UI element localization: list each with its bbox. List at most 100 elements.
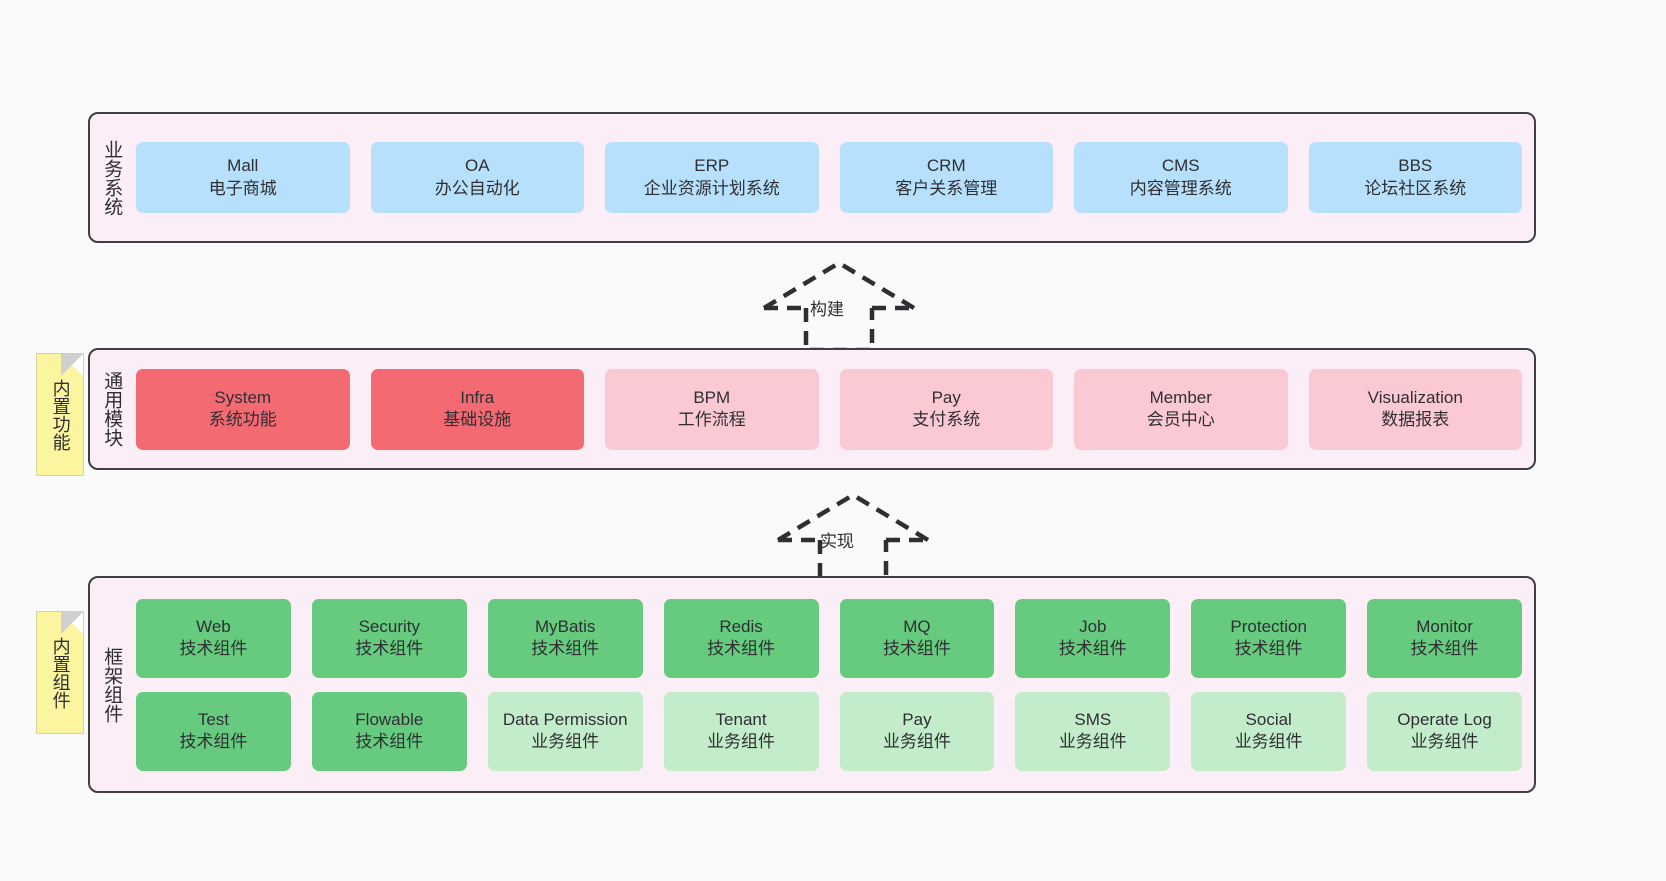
cell-bpm[interactable]: BPM 工作流程	[605, 368, 819, 450]
cell-cms-cn: 内容管理系统	[1129, 178, 1232, 198]
cell-pay-component[interactable]: Pay 业务组件	[839, 691, 995, 771]
cell-mall[interactable]: Mall 电子商城	[136, 142, 350, 213]
cell-data-permission-en: Data Permission	[502, 709, 628, 729]
cell-system-en: System	[214, 387, 272, 407]
cell-tenant[interactable]: Tenant 业务组件	[663, 691, 819, 771]
cell-web-cn: 技术组件	[179, 639, 248, 658]
cell-visualization-en: Visualization	[1367, 387, 1463, 407]
sticky-note-builtin-function-label: 内置功能	[50, 378, 71, 451]
cell-redis[interactable]: Redis 技术组件	[663, 598, 819, 678]
cell-monitor-cn: 技术组件	[1410, 639, 1479, 658]
cell-mq[interactable]: MQ 技术组件	[839, 598, 995, 678]
sticky-note-builtin-function: 内置功能	[36, 353, 84, 476]
cell-test-cn: 技术组件	[179, 732, 248, 751]
cell-bpm-en: BPM	[693, 387, 731, 407]
cell-flowable-cn: 技术组件	[355, 732, 424, 751]
cell-operate-log-en: Operate Log	[1397, 709, 1492, 729]
cell-pay-component-en: Pay	[902, 709, 932, 729]
cell-member[interactable]: Member 会员中心	[1074, 368, 1288, 450]
cell-social-cn: 业务组件	[1234, 732, 1303, 751]
cell-job-en: Job	[1079, 616, 1107, 636]
cell-cms-en: CMS	[1161, 156, 1200, 176]
cell-operate-log[interactable]: Operate Log 业务组件	[1367, 691, 1522, 771]
cell-tenant-en: Tenant	[715, 709, 767, 729]
cell-member-cn: 会员中心	[1146, 410, 1215, 429]
cell-pay-component-cn: 业务组件	[882, 732, 951, 751]
cell-mybatis[interactable]: MyBatis 技术组件	[487, 598, 643, 678]
cell-test[interactable]: Test 技术组件	[136, 691, 291, 771]
cell-crm-cn: 客户关系管理	[895, 178, 998, 198]
cell-job-cn: 技术组件	[1058, 639, 1127, 658]
cell-mq-en: MQ	[903, 616, 931, 636]
cell-operate-log-cn: 业务组件	[1410, 732, 1479, 751]
connector-build-label: 构建	[810, 300, 844, 319]
cell-web[interactable]: Web 技术组件	[136, 598, 291, 678]
cell-bbs-cn: 论坛社区系统	[1364, 178, 1467, 198]
cell-crm[interactable]: CRM 客户关系管理	[839, 142, 1053, 213]
cell-mq-cn: 技术组件	[882, 639, 951, 658]
cell-erp-en: ERP	[694, 156, 730, 176]
cell-tenant-cn: 业务组件	[707, 732, 776, 751]
cell-protection-en: Protection	[1230, 616, 1307, 636]
cell-cms[interactable]: CMS 内容管理系统	[1074, 142, 1288, 213]
cell-sms-en: SMS	[1074, 709, 1112, 729]
cell-crm-en: CRM	[926, 156, 966, 176]
cell-flowable-en: Flowable	[355, 709, 424, 729]
cell-member-en: Member	[1149, 387, 1212, 407]
cell-monitor-en: Monitor	[1416, 616, 1473, 636]
cell-infra[interactable]: Infra 基础设施	[370, 368, 584, 450]
cell-social-en: Social	[1245, 709, 1292, 729]
connector-implement-label: 实现	[820, 532, 854, 551]
layer-business-systems-title: 业务系统	[101, 139, 123, 216]
layer-framework-components-body: Web 技术组件 Security 技术组件 MyBatis 技术组件 Redi…	[132, 578, 1534, 791]
cell-data-permission-cn: 业务组件	[531, 732, 600, 751]
cell-sms[interactable]: SMS 业务组件	[1015, 691, 1171, 771]
cell-visualization[interactable]: Visualization 数据报表	[1308, 368, 1522, 450]
layer-framework-components: 框架组件 Web 技术组件 Security 技术组件 MyBatis 技术组件…	[88, 576, 1536, 793]
cell-pay-module[interactable]: Pay 支付系统	[839, 368, 1053, 450]
connector-implement: 实现	[758, 490, 948, 586]
cell-system-cn: 系统功能	[208, 410, 277, 429]
cell-mall-en: Mall	[227, 156, 259, 176]
cell-monitor[interactable]: Monitor 技术组件	[1367, 598, 1522, 678]
cell-erp-cn: 企业资源计划系统	[643, 178, 780, 198]
cell-mall-cn: 电子商城	[208, 178, 277, 198]
cell-data-permission[interactable]: Data Permission 业务组件	[487, 691, 643, 771]
framework-cell-row-tech: Web 技术组件 Security 技术组件 MyBatis 技术组件 Redi…	[136, 598, 1522, 678]
cell-test-en: Test	[197, 709, 230, 729]
cell-security[interactable]: Security 技术组件	[311, 598, 467, 678]
cell-job[interactable]: Job 技术组件	[1015, 598, 1171, 678]
layer-common-modules-title: 通用模块	[101, 371, 123, 447]
layer-business-systems: 业务系统 Mall 电子商城 OA 办公自动化 ERP 企业资源计划系统 CRM…	[88, 112, 1536, 243]
cell-sms-cn: 业务组件	[1058, 732, 1127, 751]
cell-protection[interactable]: Protection 技术组件	[1191, 598, 1347, 678]
sticky-note-builtin-component-label: 内置组件	[50, 636, 71, 709]
layer-common-modules: 通用模块 System 系统功能 Infra 基础设施 BPM 工作流程 Pay…	[88, 348, 1536, 470]
cell-protection-cn: 技术组件	[1234, 639, 1303, 658]
layer-business-systems-body: Mall 电子商城 OA 办公自动化 ERP 企业资源计划系统 CRM 客户关系…	[132, 114, 1534, 241]
cell-bbs[interactable]: BBS 论坛社区系统	[1308, 142, 1522, 213]
connector-build: 构建	[744, 258, 934, 354]
cell-mybatis-cn: 技术组件	[531, 639, 600, 658]
cell-infra-cn: 基础设施	[443, 410, 512, 429]
cell-security-en: Security	[358, 616, 421, 636]
cell-infra-en: Infra	[460, 387, 495, 407]
cell-oa-en: OA	[464, 156, 490, 176]
cell-system[interactable]: System 系统功能	[136, 368, 350, 450]
sticky-note-builtin-component: 内置组件	[36, 611, 84, 734]
framework-cell-row-business: Test 技术组件 Flowable 技术组件 Data Permission …	[136, 691, 1522, 771]
cell-bbs-en: BBS	[1398, 156, 1433, 176]
cell-social[interactable]: Social 业务组件	[1191, 691, 1347, 771]
cell-web-en: Web	[196, 616, 231, 636]
cell-redis-cn: 技术组件	[707, 639, 776, 658]
cell-pay-module-cn: 支付系统	[912, 410, 981, 429]
cell-redis-en: Redis	[719, 616, 763, 636]
cell-bpm-cn: 工作流程	[677, 410, 746, 429]
cell-oa[interactable]: OA 办公自动化	[370, 142, 584, 213]
cell-erp[interactable]: ERP 企业资源计划系统	[605, 142, 819, 213]
cell-pay-module-en: Pay	[931, 387, 961, 407]
cell-flowable[interactable]: Flowable 技术组件	[311, 691, 467, 771]
layer-common-modules-body: System 系统功能 Infra 基础设施 BPM 工作流程 Pay 支付系统…	[132, 350, 1534, 468]
cell-oa-cn: 办公自动化	[434, 178, 520, 198]
